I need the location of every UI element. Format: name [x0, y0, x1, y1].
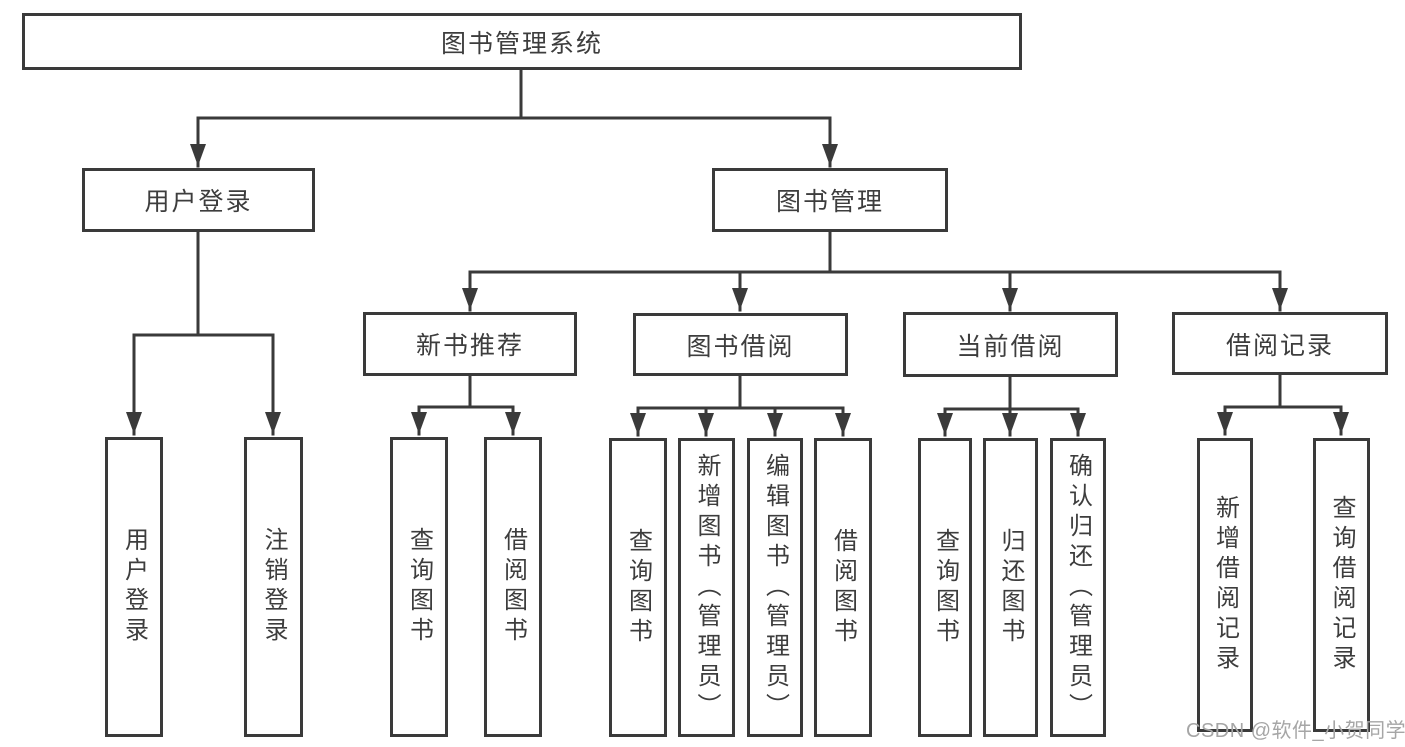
node-br-add: 新增借阅记录: [1197, 438, 1253, 732]
connector-user-login-children: [126, 231, 281, 436]
node-cb-return-label: 归还图书: [997, 527, 1024, 648]
node-br-query: 查询借阅记录: [1313, 438, 1370, 732]
node-bb-borrow-label: 借阅图书: [829, 527, 857, 648]
connector-book-borrow-children: [630, 374, 851, 437]
csdn-watermark: CSDN @软件_小贺同学: [1186, 720, 1405, 742]
node-cb-return: 归还图书: [983, 438, 1038, 737]
node-user-login-label: 用户登录: [144, 188, 253, 216]
node-bb-add-label: 新增图书（管理员）: [693, 452, 720, 723]
node-bb-query: 查询图书: [609, 438, 667, 737]
node-borrow-record: 借阅记录: [1172, 312, 1388, 375]
node-cb-confirm: 确认归还（管理员）: [1050, 438, 1106, 737]
node-bb-edit: 编辑图书（管理员）: [747, 438, 803, 737]
node-bb-borrow: 借阅图书: [814, 438, 872, 737]
node-br-query-label: 查询借阅记录: [1328, 495, 1355, 675]
connector-book-mgmt-children: [462, 230, 1288, 312]
node-cb-confirm-label: 确认归还（管理员）: [1064, 452, 1092, 723]
node-new-book-rec-label: 新书推荐: [415, 332, 524, 360]
node-nb-borrow-label: 借阅图书: [499, 527, 527, 647]
node-nb-query: 查询图书: [390, 437, 448, 737]
node-borrow-record-label: 借阅记录: [1225, 331, 1334, 360]
node-nb-borrow: 借阅图书: [484, 437, 542, 737]
connector-current-borrow-children: [937, 375, 1086, 437]
node-root-label: 图书管理系统: [440, 29, 603, 58]
node-book-mgmt-label: 图书管理: [775, 188, 884, 216]
node-root: 图书管理系统: [22, 13, 1022, 70]
node-new-book-rec: 新书推荐: [363, 312, 577, 376]
node-user-login: 用户登录: [82, 168, 315, 232]
node-cb-query-label: 查询图书: [931, 527, 959, 648]
node-cb-query: 查询图书: [918, 438, 972, 737]
node-bb-add: 新增图书（管理员）: [678, 438, 735, 737]
node-logout: 注销登录: [244, 437, 303, 737]
node-book-borrow: 图书借阅: [633, 313, 848, 376]
node-br-add-label: 新增借阅记录: [1211, 495, 1239, 675]
connector-new-book-rec-children: [411, 374, 521, 436]
node-current-borrow-label: 当前借阅: [956, 332, 1065, 361]
node-login-label: 用户登录: [120, 527, 148, 647]
node-current-borrow: 当前借阅: [903, 312, 1118, 377]
node-login: 用户登录: [105, 437, 163, 737]
node-logout-label: 注销登录: [260, 527, 287, 647]
node-nb-query-label: 查询图书: [405, 527, 433, 647]
node-bb-query-label: 查询图书: [624, 527, 652, 648]
node-bb-edit-label: 编辑图书（管理员）: [761, 452, 789, 723]
node-book-mgmt: 图书管理: [712, 168, 948, 232]
node-book-borrow-label: 图书借阅: [686, 332, 795, 361]
connector-root-to-level2: [190, 67, 838, 168]
connector-borrow-record-children: [1217, 373, 1349, 436]
